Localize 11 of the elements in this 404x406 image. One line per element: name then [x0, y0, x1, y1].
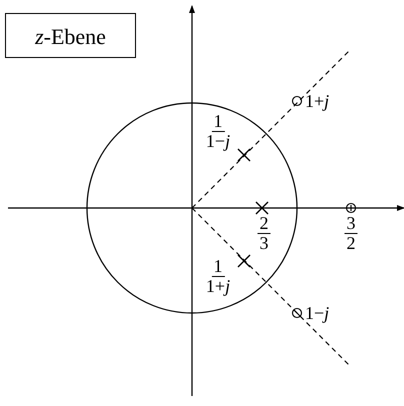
fraction-denominator: 1−j — [204, 132, 232, 151]
fraction-denominator: 1+j — [204, 277, 232, 296]
fraction-numerator: 1 — [212, 257, 224, 277]
fraction-numerator: 1 — [212, 112, 224, 132]
plane-title: z-Ebene — [5, 13, 136, 58]
fraction-numerator: 2 — [258, 214, 270, 234]
fraction-numerator: 3 — [344, 214, 358, 234]
point-label: 1+j — [305, 91, 330, 111]
fraction-denominator: 2 — [346, 234, 356, 253]
fraction-denominator: 3 — [258, 234, 270, 253]
point-label: 1−j — [305, 303, 330, 323]
